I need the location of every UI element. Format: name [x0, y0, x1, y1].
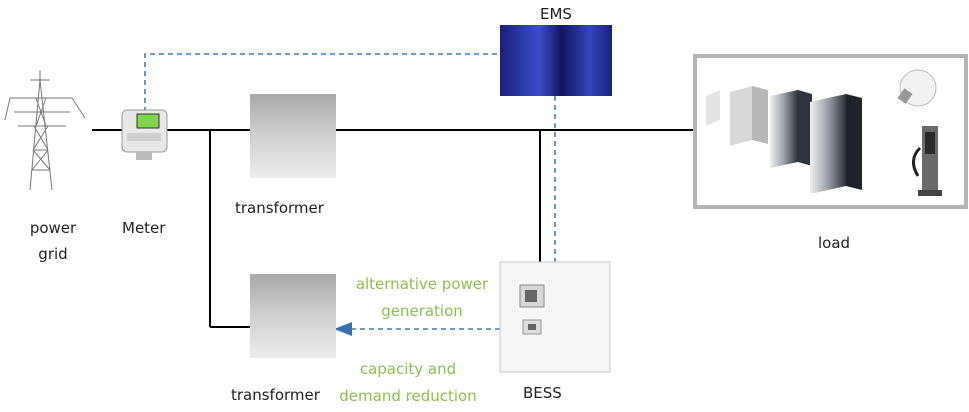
alternative-power-label-line1: alternative power — [355, 275, 489, 293]
ems-server-icon — [500, 25, 612, 96]
power-grid-label-line1: power — [29, 219, 77, 237]
ems-meter-link — [144, 53, 500, 112]
power-grid-label-line2: grid — [38, 245, 68, 264]
ems-label: EMS — [540, 5, 572, 23]
bess-label: BESS — [523, 384, 562, 402]
battery-cabinet-icon — [499, 261, 611, 373]
ev-charger-icon — [912, 126, 942, 196]
load-label: load — [818, 234, 851, 252]
arrow-head-icon — [334, 322, 352, 336]
alternative-power-label: alternative power generation — [338, 274, 506, 322]
power-grid-label: power grid — [18, 218, 88, 265]
server-rack-icon — [706, 86, 862, 194]
transmission-tower-icon — [4, 70, 86, 191]
capacity-demand-label: capacity and demand reduction — [318, 359, 498, 407]
capacity-demand-label-line2: demand reduction — [339, 387, 477, 406]
transformer-icon — [250, 94, 336, 178]
control-lines — [144, 53, 556, 330]
meter-label: Meter — [122, 219, 166, 237]
electric-meter-icon — [121, 109, 168, 160]
transformer-bottom-label: transformer — [231, 386, 320, 404]
transformer-icon — [250, 274, 336, 358]
power-lines — [92, 129, 694, 328]
transformer-top-label: transformer — [235, 199, 324, 217]
capacity-demand-label-line1: capacity and — [359, 360, 457, 378]
light-bulb-icon — [897, 69, 937, 107]
alternative-power-label-line2: generation — [381, 302, 463, 321]
